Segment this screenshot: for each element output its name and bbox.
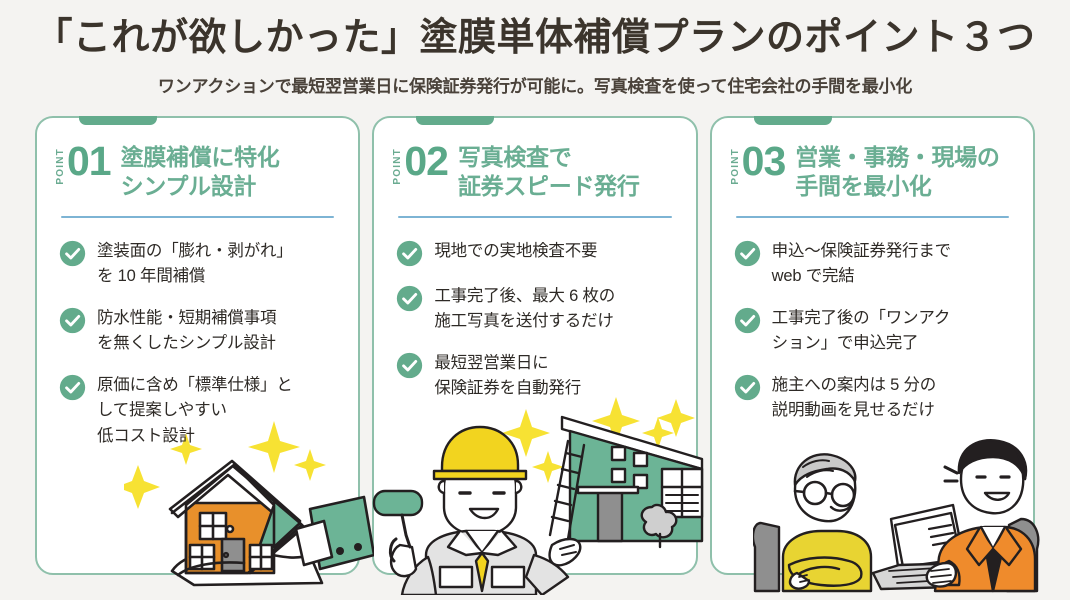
list-item: 原価に含め「標準仕様」と して提案しやすい 低コスト設計 [59, 373, 358, 448]
card-divider [398, 216, 672, 219]
bullet-line: 施主への案内は 5 分の [771, 376, 937, 395]
card-bullet-list: 現地での実地検査不要 工事完了後、最大 6 枚の 施工写真を送付するだけ [396, 239, 695, 401]
list-item: 工事完了後の「ワンアク ション」で申込完了 [734, 306, 1033, 356]
check-circle-icon [734, 240, 760, 267]
list-item-text: 申込〜保険証券発行まで web で完結 [771, 239, 952, 289]
point-label: POINT [392, 148, 404, 185]
card-title-line: 証券スピード発行 [457, 172, 640, 199]
list-item-text: 最短翌営業日に 保険証券を自動発行 [434, 351, 581, 401]
bullet-line: 防水性能・短期補償事項 [97, 309, 277, 328]
card-title-line: 塗膜補償に特化 [120, 144, 280, 170]
card-divider [61, 216, 335, 219]
bullet-line: 工事完了後、最大 6 枚の [434, 287, 616, 306]
page-subtitle: ワンアクションで最短翌営業日に保険証券発行が可能に。写真検査を使って住宅会社の手… [157, 76, 913, 96]
card-divider [735, 216, 1009, 219]
check-circle-icon [734, 375, 760, 401]
card-title-line: シンプル設計 [120, 172, 257, 199]
bullet-line: 現地での実地検査不要 [434, 242, 598, 261]
list-item: 最短翌営業日に 保険証券を自動発行 [396, 351, 695, 401]
card-header: POINT 01 塗膜補償に特化 シンプル設計 [37, 118, 358, 200]
page-header: 「これが欲しかった」塗膜単体補償プランのポイント３つ ワンアクションで最短翌営業… [0, 0, 1070, 97]
bullet-line: 最短翌営業日に [434, 354, 549, 373]
bullet-line: 工事完了後の「ワンアク [771, 309, 951, 328]
list-item-text: 防水性能・短期補償事項 を無くしたシンプル設計 [97, 306, 277, 356]
bullet-line: を 10 年間補償 [97, 267, 206, 286]
point-number: 01 [67, 138, 112, 184]
list-item: 工事完了後、最大 6 枚の 施工写真を送付するだけ [396, 284, 695, 334]
point-card-01: POINT 01 塗膜補償に特化 シンプル設計 塗装面の「膨れ・剥がれ」 を 1… [35, 116, 375, 587]
list-item: 防水性能・短期補償事項 を無くしたシンプル設計 [59, 306, 358, 356]
point-card-02: POINT 02 写真検査で 証券スピード発行 現地での実地検査不要 [372, 116, 704, 595]
check-circle-icon [59, 308, 86, 334]
page-title: 「これが欲しかった」塗膜単体補償プランのポイント３つ [34, 17, 1036, 59]
check-circle-icon [397, 240, 423, 267]
list-item: 塗装面の「膨れ・剥がれ」 を 10 年間補償 [59, 239, 358, 289]
bullet-line: 説明動画を見せるだけ [771, 401, 935, 420]
card-bullet-list: 塗装面の「膨れ・剥がれ」 を 10 年間補償 防水性能・短期補償事項 を無くした… [59, 239, 358, 449]
point-number: 03 [741, 138, 787, 184]
painter-with-roller-and-house-illustration [373, 397, 704, 595]
check-circle-icon [59, 375, 86, 401]
consultation-with-laptop-illustration [752, 439, 1040, 593]
bullet-line: して提案しやすい [97, 401, 227, 420]
point-label: POINT [729, 148, 741, 185]
list-item-text: 塗装面の「膨れ・剥がれ」 を 10 年間補償 [97, 239, 293, 289]
card-title-line: 写真検査で [457, 144, 572, 170]
card-bullet-list: 申込〜保険証券発行まで web で完結 工事完了後の「ワンアク ション」で申込完… [734, 239, 1033, 423]
bullet-line: 施工写真を送付するだけ [434, 312, 614, 331]
list-item-text: 工事完了後、最大 6 枚の 施工写真を送付するだけ [434, 284, 615, 334]
card-title: 写真検査で 証券スピード発行 [458, 142, 640, 200]
check-circle-icon [397, 353, 423, 379]
point-card-03: POINT 03 営業・事務・現場の 手間を最小化 申込〜保険証券発行まで we… [709, 116, 1040, 593]
point-label: POINT [55, 148, 66, 185]
card-title-line: 手間を最小化 [795, 172, 932, 199]
bullet-line: 保険証券を自動発行 [434, 379, 582, 398]
card-title-line: 営業・事務・現場の [795, 144, 1000, 170]
bullet-line: 塗装面の「膨れ・剥がれ」 [97, 242, 293, 261]
card-header: POINT 02 写真検査で 証券スピード発行 [374, 118, 695, 200]
check-circle-icon [734, 308, 760, 334]
list-item-text: 施主への案内は 5 分の 説明動画を見せるだけ [771, 373, 937, 423]
list-item: 施主への案内は 5 分の 説明動画を見せるだけ [734, 373, 1033, 423]
card-top-tab [79, 116, 157, 125]
bullet-line: ション」で申込完了 [771, 334, 919, 353]
list-item-text: 原価に含め「標準仕様」と して提案しやすい 低コスト設計 [97, 373, 293, 448]
card-top-tab [753, 116, 832, 125]
bullet-line: を無くしたシンプル設計 [97, 334, 276, 353]
bullet-line: 低コスト設計 [97, 426, 195, 445]
list-item: 申込〜保険証券発行まで web で完結 [734, 239, 1033, 289]
bullet-line: 申込〜保険証券発行まで [771, 242, 952, 261]
bullet-line: 原価に含め「標準仕様」と [97, 376, 293, 395]
bullet-line: web で完結 [771, 267, 855, 286]
card-header: POINT 03 営業・事務・現場の 手間を最小化 [712, 118, 1033, 200]
list-item-text: 現地での実地検査不要 [434, 239, 597, 264]
point-card-row: POINT 01 塗膜補償に特化 シンプル設計 塗装面の「膨れ・剥がれ」 を 1… [35, 116, 1040, 595]
card-title: 塗膜補償に特化 シンプル設計 [121, 142, 280, 200]
list-item-text: 工事完了後の「ワンアク ション」で申込完了 [771, 306, 951, 356]
card-title: 営業・事務・現場の 手間を最小化 [795, 142, 1000, 200]
point-number: 02 [404, 138, 449, 184]
card-top-tab [416, 116, 495, 125]
check-circle-icon [59, 240, 86, 267]
check-circle-icon [397, 285, 423, 312]
list-item: 現地での実地検査不要 [396, 239, 695, 267]
